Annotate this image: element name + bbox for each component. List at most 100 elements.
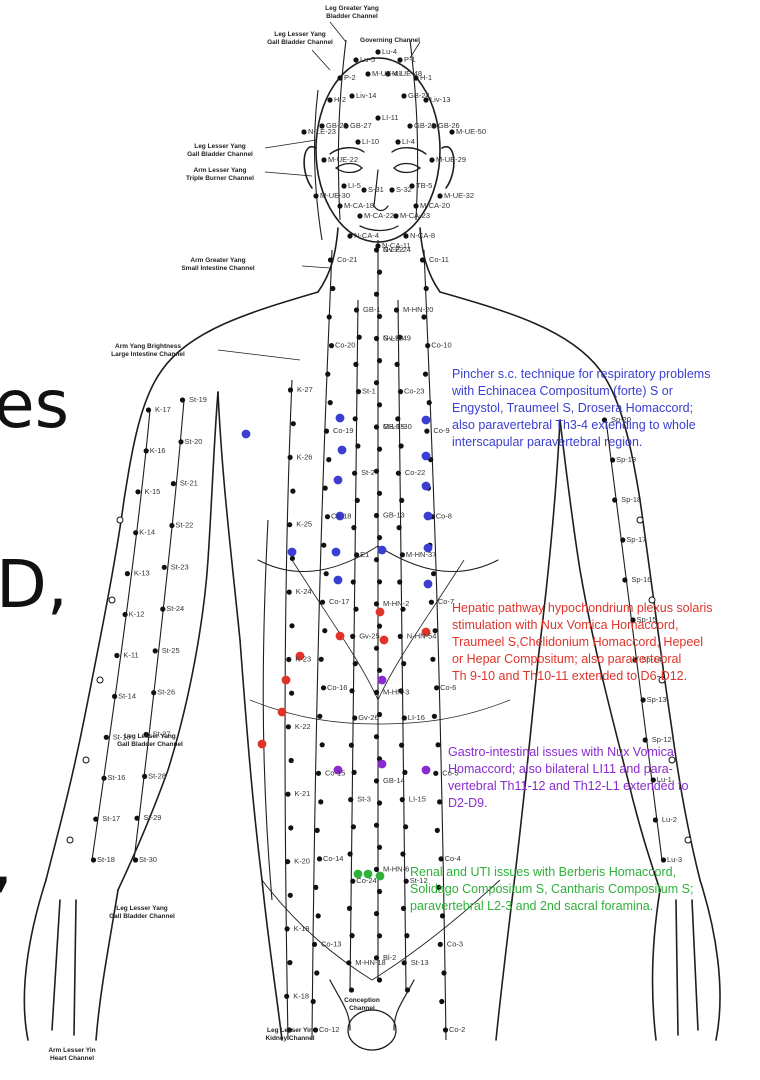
acupoint-black — [375, 243, 380, 248]
acupoint-black — [413, 203, 418, 208]
acupoint-black — [441, 970, 446, 975]
left-shoulder — [46, 292, 318, 880]
acupoint-black — [112, 694, 117, 699]
acupoint-black — [400, 552, 405, 557]
acupoint-black — [346, 960, 351, 965]
point-code-label: LI-5 — [348, 181, 361, 190]
point-code-label: K-16 — [150, 446, 166, 455]
gallbladder-channel-left — [263, 520, 272, 900]
acupoint-black — [402, 960, 407, 965]
respiratory-point — [422, 482, 431, 491]
point-code-label: M-HN-37 — [406, 550, 436, 559]
channel-label-leg-lesser-yang-low: Leg Lesser YangGall Bladder Channel — [109, 905, 175, 920]
acupoint-black — [329, 343, 334, 348]
channel-label-arm-greater-yang: Arm Greater YangSmall Intestine Channel — [181, 257, 255, 272]
acupoint-black — [620, 537, 625, 542]
acupoint-open — [97, 677, 103, 683]
point-code-label: LI-4 — [402, 137, 415, 146]
acupoint-black — [291, 421, 296, 426]
acupoint-black — [377, 977, 382, 982]
point-code-label: St-21 — [180, 479, 198, 488]
acupoint-black — [395, 362, 400, 367]
acupoint-black — [321, 543, 326, 548]
channel-label-leg-lesser-yang-top: Leg Lesser YangGall Bladder Channel — [267, 31, 333, 46]
acupoint-open — [83, 757, 89, 763]
point-code-label: M-HN-20 — [403, 305, 433, 314]
respiratory-point — [424, 580, 433, 589]
acupoint-black — [355, 443, 360, 448]
acupoint-black — [357, 335, 362, 340]
acupoint-black — [317, 714, 322, 719]
arm-channel-2 — [134, 400, 184, 860]
acupoint-black — [301, 129, 306, 134]
acupoint-black — [374, 424, 379, 429]
right-ear — [442, 147, 454, 188]
point-code-label: K-22 — [295, 722, 311, 731]
point-code-label: St-24 — [166, 604, 184, 613]
point-code-label: TB-5 — [416, 181, 432, 190]
point-code-label: K-15 — [145, 487, 161, 496]
acupoint-black — [397, 525, 402, 530]
acupoint-open — [117, 517, 123, 523]
acupoint-black — [320, 742, 325, 747]
slide-text-fragment-3: , — [0, 830, 13, 896]
acupoint-black — [160, 607, 165, 612]
point-code-label: M-UE-48 — [392, 69, 422, 78]
acupoint-black — [125, 571, 130, 576]
acupoint-black — [123, 612, 128, 617]
acupoint-black — [423, 372, 428, 377]
point-code-label: Co-9 — [433, 426, 449, 435]
acupoint-black — [377, 933, 382, 938]
acupoint-black — [357, 213, 362, 218]
channel-label-leg-greater-yang: Leg Greater YangBladder Channel — [325, 5, 379, 20]
acupoint-open — [637, 517, 643, 523]
acupoint-black — [312, 942, 317, 947]
acupoint-black — [653, 817, 658, 822]
point-code-label: M-CA-22 — [364, 211, 394, 220]
point-code-label: St-17 — [102, 814, 120, 823]
point-code-label: GB-28 — [414, 121, 436, 130]
acupoint-black — [330, 286, 335, 291]
acupoint-black — [353, 607, 358, 612]
point-code-label: E1 — [360, 550, 369, 559]
acupoint-black — [285, 926, 290, 931]
point-code-label: N-LE-24 — [383, 245, 411, 254]
acupoint-black — [399, 743, 404, 748]
point-code-label: M-UE-29 — [436, 155, 466, 164]
acupoint-black — [643, 737, 648, 742]
acupoint-black — [374, 292, 379, 297]
gastro-note: Gastro-intestinal issues with Nux Vomica… — [448, 744, 748, 812]
point-code-label: Co-15 — [325, 768, 345, 777]
acupoint-black — [321, 157, 326, 162]
point-code-label: Co-14 — [323, 854, 343, 863]
acupoint-black — [153, 648, 158, 653]
point-code-label: K-17 — [155, 405, 171, 414]
renal-note: Renal and UTI issues with Berberis Homac… — [410, 864, 750, 915]
acupoint-black — [433, 771, 438, 776]
point-code-label: GB-24 — [408, 91, 430, 100]
acupoint-black — [420, 257, 425, 262]
acupoint-black — [151, 690, 156, 695]
point-code-label: K-23 — [295, 655, 311, 664]
spleen-channel-left — [285, 380, 292, 1040]
acupoint-open — [67, 837, 73, 843]
acupoint-black — [377, 535, 382, 540]
respiratory-point — [422, 416, 431, 425]
acupoint-black — [351, 525, 356, 530]
acupoint-black — [311, 999, 316, 1004]
point-code-label: LI-11 — [382, 113, 399, 122]
slide-text-fragment-1: es — [0, 372, 69, 438]
point-code-label: St-13 — [411, 958, 429, 967]
point-code-label: Liv-13 — [430, 95, 450, 104]
acupoint-black — [180, 397, 185, 402]
acupoint-black — [288, 893, 293, 898]
acupoint-black — [171, 481, 176, 486]
point-code-label: St-23 — [171, 562, 189, 571]
acupoint-black — [389, 187, 394, 192]
acupoint-black — [285, 792, 290, 797]
acupoint-black — [396, 471, 401, 476]
acupoint-black — [429, 600, 434, 605]
channel-label-arm-lesser-yin: Arm Lesser YinHeart Channel — [48, 1047, 95, 1062]
point-code-label: Lu-5 — [360, 55, 375, 64]
respiratory-point — [334, 476, 343, 485]
